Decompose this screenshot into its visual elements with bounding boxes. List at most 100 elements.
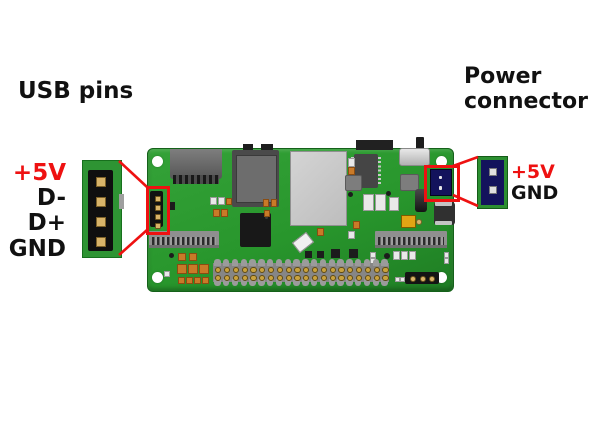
smd-component — [401, 251, 408, 260]
gpio-pin — [347, 266, 354, 273]
soic-pins-right — [378, 157, 381, 185]
slide-switch — [399, 148, 430, 166]
smd-component — [177, 264, 187, 274]
smd-component — [393, 251, 400, 260]
gpio-castellation — [372, 279, 379, 286]
debug-header-pin — [419, 276, 426, 282]
usb-header — [150, 191, 163, 230]
gpio-pin — [250, 266, 257, 273]
gpio-castellation — [328, 259, 335, 266]
transistor — [167, 202, 175, 210]
smd-component — [400, 277, 405, 282]
usb-zoom-pin — [96, 217, 106, 227]
gpio-castellation — [302, 279, 309, 286]
gpio-castellation — [267, 259, 274, 266]
gpio-castellation — [337, 259, 344, 266]
gpio-castellation — [293, 259, 300, 266]
power-connector-highlight — [424, 165, 460, 202]
usb-zoom-connector — [88, 170, 113, 251]
ffc-connector-left — [149, 231, 219, 248]
smd-component — [213, 209, 220, 217]
smd-component — [202, 277, 209, 284]
gpio-castellation — [249, 259, 256, 266]
smd-component — [317, 228, 324, 236]
gpio-castellation — [249, 279, 256, 286]
via-dot — [348, 192, 353, 197]
power-zoom-connector — [481, 160, 504, 205]
connector-nub — [261, 144, 273, 150]
usb-header-pin — [154, 214, 161, 221]
power-connector-title-line2: connector — [464, 89, 588, 114]
usb-header-pin — [154, 223, 161, 230]
inductor — [345, 175, 362, 191]
gpio-pin — [294, 266, 301, 273]
smd-component — [186, 277, 193, 284]
gpio-castellation — [275, 259, 283, 266]
gpio-pin — [312, 266, 319, 273]
gpio-castellation — [363, 279, 371, 286]
gpio-pin — [364, 266, 371, 273]
gpio-castellation — [355, 259, 362, 266]
camera-connector-top — [356, 140, 393, 150]
gpio-pin — [303, 275, 310, 282]
gpio-castellation — [275, 279, 283, 286]
smd-component — [189, 253, 197, 261]
mounting-hole — [436, 272, 447, 283]
gpio-castellation — [214, 279, 221, 286]
gpio-pin — [285, 275, 292, 282]
gpio-pin — [268, 266, 275, 273]
usb-callout-line-bottom — [118, 229, 148, 256]
gpio-pin — [241, 275, 248, 282]
smd-component — [199, 264, 209, 274]
gpio-pin — [224, 275, 231, 282]
gpio-pin — [276, 266, 283, 273]
gpio-castellation — [223, 259, 230, 266]
power-connector-pin — [438, 175, 442, 179]
smd-component — [370, 252, 376, 258]
gpio-castellation — [240, 259, 247, 266]
via-dot — [384, 253, 390, 259]
gpio-pin — [215, 266, 222, 273]
power-connector — [430, 169, 452, 196]
ffc-base — [149, 245, 219, 248]
usb-zoom-pcb — [82, 160, 124, 258]
gpio-pin — [329, 266, 336, 273]
power-zoom-pcb — [477, 156, 508, 209]
gpio-castellation — [372, 259, 379, 266]
usb-zoom-tab — [119, 194, 124, 209]
gpio-castellation — [328, 279, 335, 286]
ffc-teeth — [378, 237, 444, 245]
power-pin-label-gnd: GND — [511, 181, 559, 204]
smd-component — [210, 197, 217, 205]
gpio-pin — [285, 266, 292, 273]
gpio-pin — [320, 266, 327, 273]
usb-pin-label-dplus: D+ — [27, 210, 66, 237]
main-chip — [240, 213, 271, 247]
gpio-base — [213, 263, 389, 282]
gpio-castellation — [284, 259, 291, 266]
gpio-pin — [347, 275, 354, 282]
gpio-castellation — [319, 259, 327, 266]
usb-pin-labels: +5V D- D+ GND — [0, 160, 66, 262]
usb-callout-line-top — [118, 160, 148, 188]
usb-pin-label-dminus: D- — [36, 185, 66, 212]
gpio-castellation — [258, 259, 265, 266]
gpio-castellation — [302, 259, 309, 266]
gpio-castellation — [337, 279, 344, 286]
usb-pin-label-gnd: GND — [8, 235, 66, 262]
smd-component — [348, 167, 355, 175]
gpio-castellation — [284, 279, 291, 286]
gpio-castellation — [223, 279, 230, 286]
gpio-castellation — [381, 279, 388, 286]
smd-component — [218, 197, 225, 205]
capacitor — [363, 194, 374, 211]
connector-socket — [232, 150, 279, 207]
gpio-pin — [276, 275, 283, 282]
gpio-pin — [356, 266, 363, 273]
capacitor — [389, 197, 399, 211]
gpio-pin — [312, 275, 319, 282]
smd-component — [263, 199, 269, 207]
rf-shield — [290, 151, 347, 226]
debug-header-pin — [429, 276, 435, 282]
smd-component — [353, 221, 360, 229]
